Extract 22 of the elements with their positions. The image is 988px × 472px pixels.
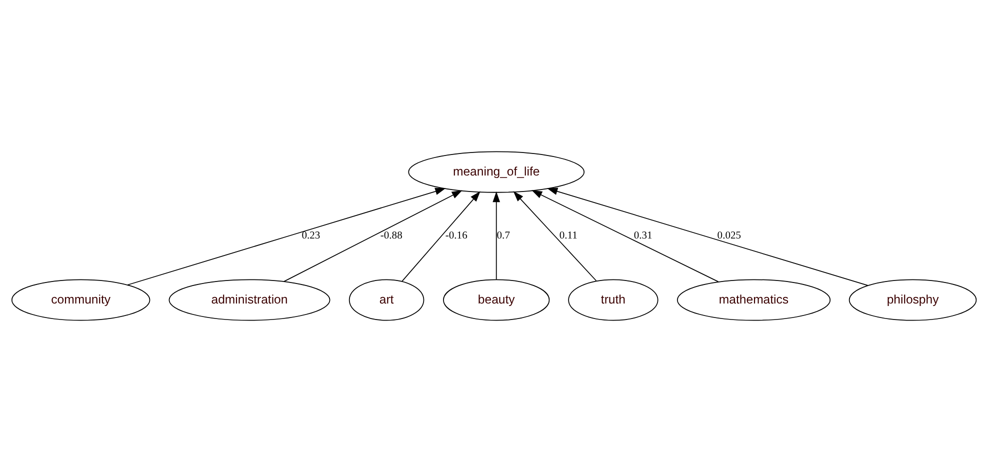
node-ellipse: truth — [568, 279, 658, 321]
edge-label: -0.88 — [380, 230, 402, 242]
arrow — [513, 191, 597, 282]
edge-label: 0.31 — [634, 230, 652, 242]
edge-label: 0.23 — [302, 230, 320, 242]
node-ellipse: administration — [168, 279, 330, 321]
node-ellipse: beauty — [443, 279, 550, 321]
edge-label: 0.025 — [717, 230, 742, 242]
arrow — [402, 191, 480, 282]
node-ellipse: philosphy — [848, 279, 977, 321]
node-ellipse: mathematics — [676, 279, 831, 321]
arrow — [127, 188, 446, 286]
arrow — [492, 192, 500, 280]
node-ellipse: community — [11, 279, 150, 321]
node-ellipse: meaning_of_life — [408, 151, 585, 193]
edge-label: 0.7 — [496, 230, 510, 242]
arrow — [532, 190, 719, 282]
edge-label: -0.16 — [445, 230, 468, 242]
arrow — [547, 188, 868, 286]
arrow — [284, 190, 462, 282]
edge-label: 0.11 — [559, 230, 578, 242]
node-ellipse: art — [348, 279, 424, 321]
